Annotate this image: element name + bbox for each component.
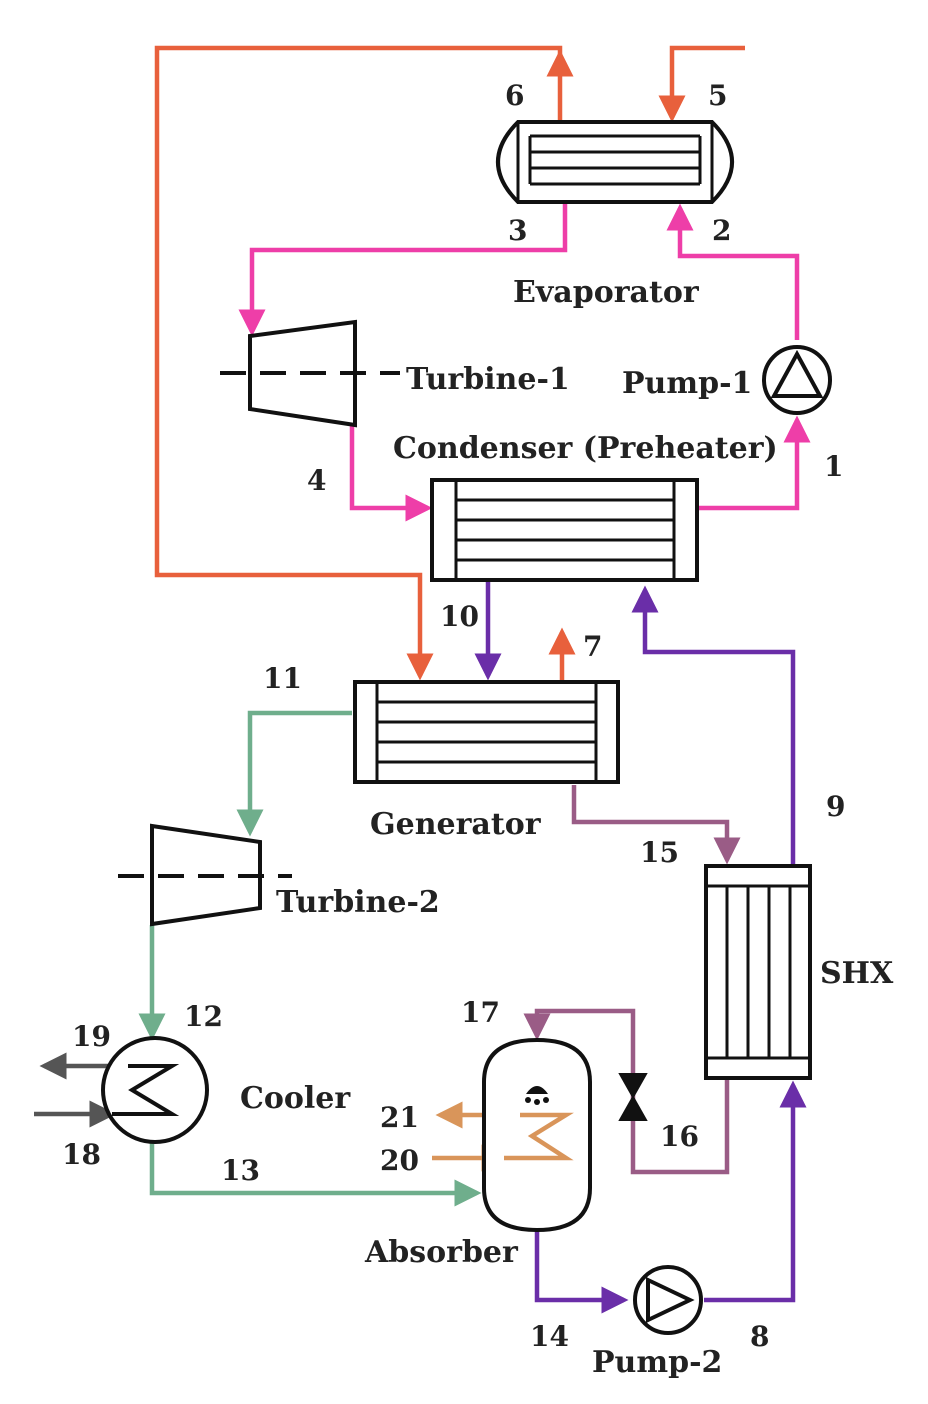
state-20: 20 [380,1144,419,1177]
turbine-1 [220,319,400,428]
stream-8 [704,1080,807,1303]
state-21: 21 [380,1101,419,1134]
state-7: 7 [583,630,602,663]
stream-4 [349,425,433,522]
turbine-2 [118,823,292,927]
label-shx: SHX [820,956,894,991]
state-10: 10 [440,600,479,633]
state-4: 4 [307,464,326,497]
cooler [101,1036,209,1144]
stream-13 [149,1142,482,1207]
label-absorber: Absorber [364,1235,519,1270]
condenser-preheater [430,478,699,582]
label-pump-1: Pump-1 [622,366,752,401]
generator [353,680,620,784]
state-15: 15 [640,836,679,869]
stream-2 [666,203,800,340]
state-17: 17 [461,996,500,1029]
state-18: 18 [62,1138,101,1171]
stream-11 [236,710,352,837]
expansion-valve [618,1073,648,1121]
shx [704,864,812,1080]
state-5: 5 [708,79,727,112]
state-2: 2 [712,214,731,247]
stream-9 [631,585,796,864]
stream-3 [238,202,568,337]
state-19: 19 [72,1020,111,1053]
evaporator [496,120,734,204]
absorber [482,1037,592,1233]
stream-5 [658,45,745,123]
state-9: 9 [826,790,845,823]
label-turbine-2: Turbine-2 [276,885,440,920]
label-generator: Generator [370,807,542,842]
state-6: 6 [505,79,524,112]
state-13: 13 [221,1154,260,1187]
label-condenser: Condenser (Preheater) [393,431,778,466]
state-14: 14 [530,1320,569,1353]
state-11: 11 [263,662,302,695]
pump-1 [762,345,832,415]
label-pump-2: Pump-2 [592,1345,722,1380]
stream-6-to-generator [154,45,563,681]
state-12: 12 [184,1000,223,1033]
label-evaporator: Evaporator [513,275,700,310]
spray-nozzle-icon [525,1086,549,1105]
label-turbine-1: Turbine-1 [406,362,570,397]
state-16: 16 [660,1120,699,1153]
state-3: 3 [508,214,527,247]
stream-14 [534,1230,629,1314]
label-cooler: Cooler [240,1081,351,1116]
stream-1 [698,415,811,511]
state-1: 1 [824,450,843,483]
pump-2 [633,1265,703,1335]
state-8: 8 [750,1320,769,1353]
stream-15 [571,785,741,865]
